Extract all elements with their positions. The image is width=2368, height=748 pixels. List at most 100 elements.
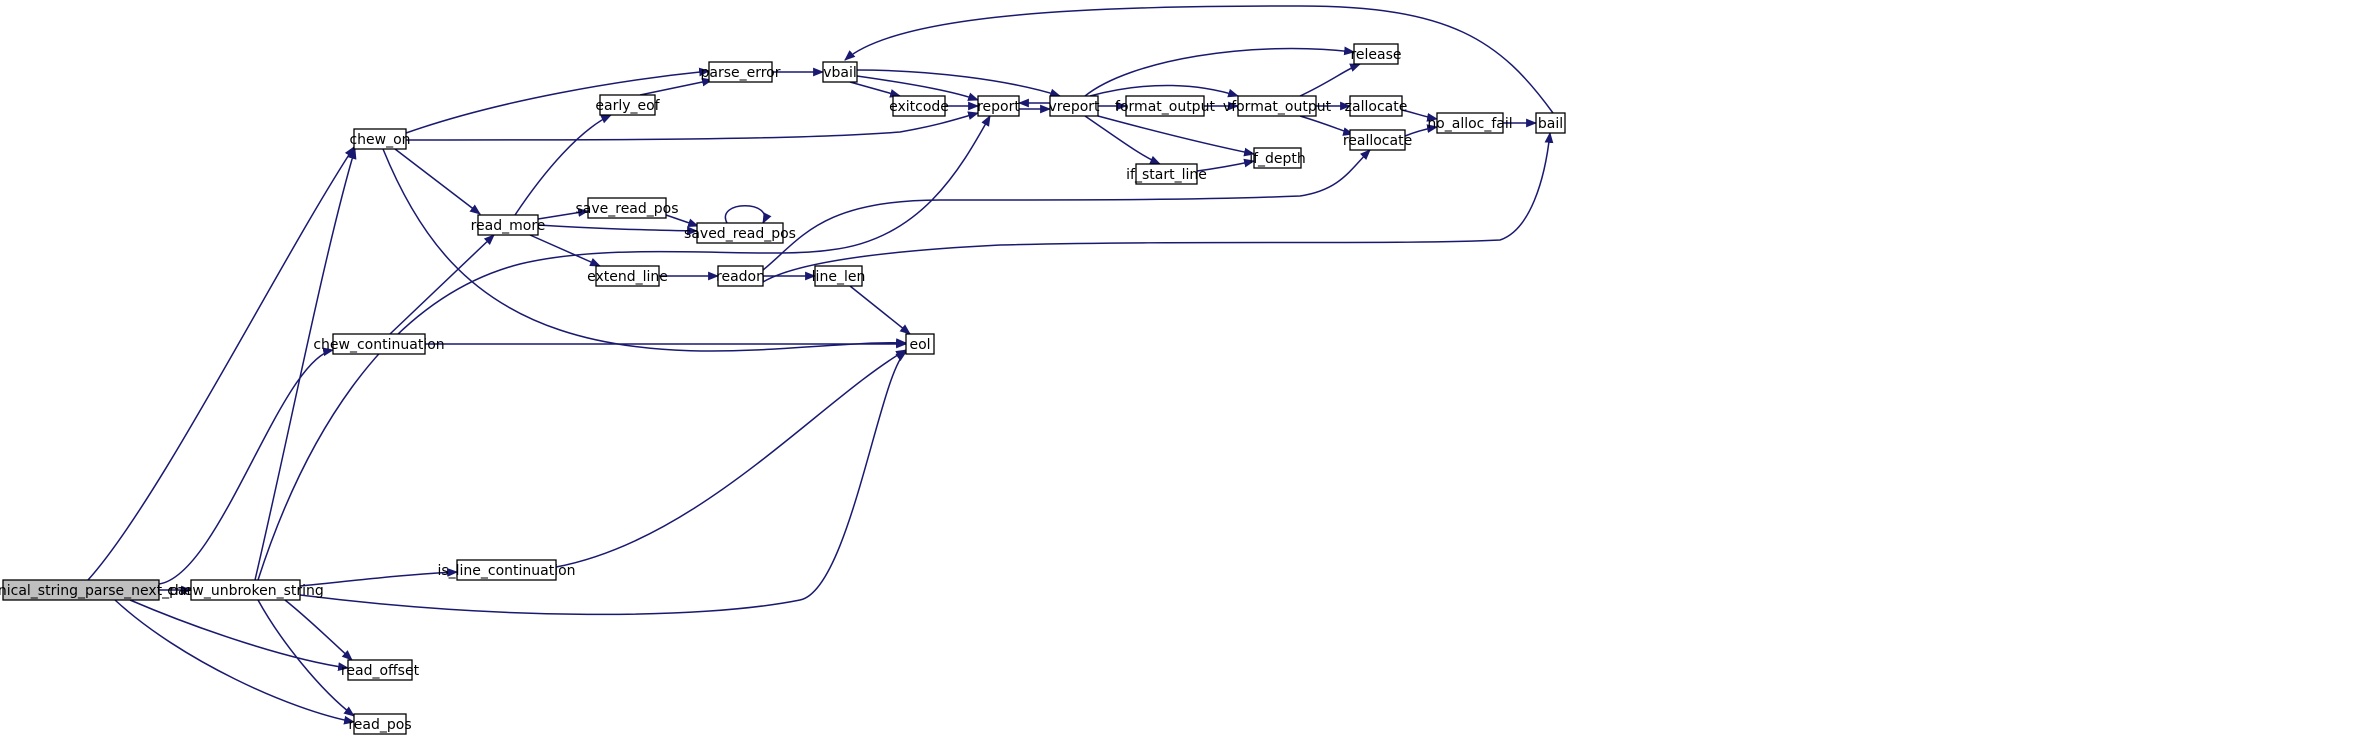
node-chew_on[interactable]: chew_on [349,128,411,150]
edge-chew_continuation-to-read_more [389,234,495,335]
edge-read_more-to-save_read_pos [537,208,590,220]
node-label: read_pos [348,717,411,733]
node-box [1125,95,1205,117]
node-label: report [977,99,1020,115]
edge-read_more-to-extend_line [529,234,602,267]
node-label: canonical_string_parse_next_part [0,583,198,599]
node-box [477,214,539,236]
node-label: line_len [812,269,866,285]
node-label: readon [716,269,765,285]
edge-chew_unbroken_string-to-read_offset [284,599,353,661]
node-label: saved_read_pos [684,226,796,242]
node-box [1349,95,1403,117]
node-readon[interactable]: readon [716,265,765,287]
edge-canonical_string_parse_next_part-to-read_offset [129,599,350,672]
node-is_line_continuation[interactable]: is_line_continuation [437,559,576,581]
edge-chew_on-to-report [405,111,980,141]
node-no_alloc_fail[interactable]: no_alloc_fail [1427,112,1513,134]
node-vreport[interactable]: vreport [1048,95,1100,117]
node-label: extend_line [587,269,668,285]
node-exitcode[interactable]: exitcode [889,95,949,117]
node-box [587,197,667,219]
node-label: no_alloc_fail [1427,116,1512,132]
node-label: early_eof [595,98,660,114]
node-box [347,659,413,681]
node-read_offset[interactable]: read_offset [341,659,420,681]
node-read_more[interactable]: read_more [471,214,546,236]
node-canonical_string_parse_next_part[interactable]: canonical_string_parse_next_part [0,579,198,601]
edges-layer [87,5,1554,725]
edge-read_more-to-saved_read_pos [537,224,699,236]
node-box [1349,129,1406,151]
edge-readon-to-reallocate [762,149,1371,271]
node-box [905,333,935,355]
node-label: format_output [1115,99,1215,115]
node-box [353,128,407,150]
node-parse_error[interactable]: parse_error [700,61,781,83]
node-label: if_depth [1249,151,1306,167]
edge-saved_read_pos-to-saved_read_pos [724,205,772,224]
edge-reallocate-to-no_alloc_fail [1404,124,1439,137]
node-label: if_start_line [1126,167,1207,183]
edge-vreport-to-if_start_line [1084,115,1162,165]
node-saved_read_pos[interactable]: saved_read_pos [684,222,796,244]
node-label: parse_error [700,65,780,81]
node-box [332,333,426,355]
node-label: vbail [823,65,857,81]
node-chew_continuation[interactable]: chew_continuation [313,333,445,355]
node-box [1535,112,1566,134]
edge-vbail-to-report [856,75,980,101]
node-box [2,579,160,601]
edge-chew_unbroken_string-to-report [257,115,991,581]
edge-vreport-to-if_depth [1097,115,1256,157]
node-label: chew_continuation [313,337,444,353]
node-extend_line[interactable]: extend_line [587,265,668,287]
edge-bail-to-vbail [844,5,1554,114]
node-label: chew_on [349,132,410,148]
node-save_read_pos[interactable]: save_read_pos [575,197,679,219]
node-label: vreport [1048,99,1100,115]
edge-vformat_output-to-release [1299,63,1362,97]
edge-vformat_output-to-reallocate [1299,115,1355,136]
edge-vbail-to-exitcode [849,81,902,98]
node-label: eol [909,337,930,353]
node-line_len[interactable]: line_len [812,265,866,287]
node-format_output[interactable]: format_output [1115,95,1215,117]
node-label: exitcode [889,99,949,115]
node-chew_unbroken_string[interactable]: chew_unbroken_string [167,579,324,601]
node-box [595,265,660,287]
node-label: save_read_pos [575,201,678,217]
node-if_start_line[interactable]: if_start_line [1126,163,1207,185]
node-release[interactable]: release [1350,43,1402,65]
edge-save_read_pos-to-saved_read_pos [665,214,700,227]
edge-chew_on-to-parse_error [405,67,711,134]
node-box [708,61,773,83]
node-box [822,61,858,83]
edge-vreport-to-vformat_output [1089,84,1240,98]
node-box [1253,147,1302,169]
node-eol[interactable]: eol [905,333,935,355]
edge-line_len-to-eol [849,285,911,335]
node-box [892,95,946,117]
node-zallocate[interactable]: zallocate [1345,95,1408,117]
node-vbail[interactable]: vbail [822,61,858,83]
nodes-layer: canonical_string_parse_next_part chew_onc… [0,43,1566,735]
node-label: zallocate [1345,99,1408,115]
node-box [696,222,784,244]
edge-canonical_string_parse_next_part-to-read_pos [114,599,356,725]
edge-canonical_string_parse_next_part-to-chew_on [87,146,355,581]
node-vformat_output[interactable]: vformat_output [1223,95,1332,117]
node-bail[interactable]: bail [1535,112,1566,134]
node-box [1436,112,1504,134]
node-label: read_more [471,218,546,234]
node-box [599,94,656,116]
node-reallocate[interactable]: reallocate [1343,129,1412,151]
node-early_eof[interactable]: early_eof [595,94,661,116]
node-read_pos[interactable]: read_pos [348,713,412,735]
node-if_depth[interactable]: if_depth [1249,147,1306,169]
node-report[interactable]: report [977,95,1020,117]
node-box [814,265,863,287]
edge-chew_unbroken_string-to-chew_on [254,147,357,581]
node-box [456,559,557,581]
